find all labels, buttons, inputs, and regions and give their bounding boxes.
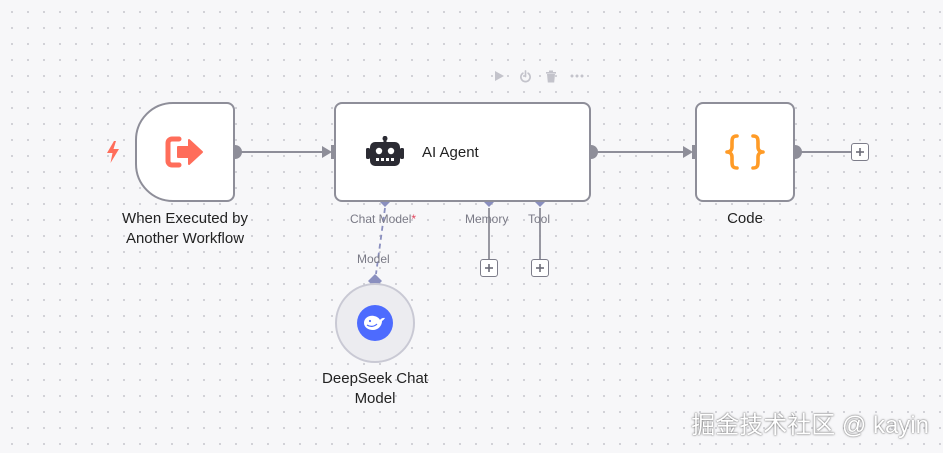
deepseek-chat-model-node[interactable] bbox=[335, 283, 415, 363]
connection-chat-model[interactable] bbox=[375, 207, 386, 275]
robot-icon bbox=[366, 136, 404, 166]
watermark-text: 掘金技术社区 @ kayin bbox=[691, 412, 929, 439]
add-next-node-button[interactable] bbox=[851, 143, 869, 161]
add-tool-button[interactable] bbox=[531, 259, 549, 277]
plus-icon bbox=[856, 148, 864, 156]
trash-icon[interactable] bbox=[544, 69, 558, 83]
play-icon[interactable] bbox=[492, 69, 506, 83]
ai-agent-title: AI Agent bbox=[422, 143, 479, 161]
node-toolbar bbox=[492, 69, 584, 83]
chat-model-port-label: Chat Model* bbox=[350, 212, 417, 226]
trigger-bolt-icon bbox=[107, 141, 119, 163]
deepseek-whale-icon bbox=[357, 305, 393, 341]
required-marker: * bbox=[411, 212, 417, 226]
ai-agent-node[interactable]: AI Agent bbox=[334, 102, 591, 202]
tool-port-label: Tool bbox=[528, 212, 551, 226]
code-node[interactable] bbox=[695, 102, 795, 202]
memory-port-label: Memory bbox=[465, 212, 509, 226]
more-icon[interactable] bbox=[570, 69, 584, 83]
exit-arrow-icon bbox=[165, 136, 203, 168]
connection-arrow bbox=[683, 146, 693, 158]
deepseek-node-label: DeepSeek Chat Model bbox=[322, 370, 428, 407]
trigger-node[interactable] bbox=[135, 102, 235, 202]
code-node-label: Code bbox=[727, 210, 763, 227]
power-icon[interactable] bbox=[518, 69, 532, 83]
add-memory-button[interactable] bbox=[480, 259, 498, 277]
braces-icon bbox=[725, 134, 765, 170]
model-port-label: Model bbox=[357, 252, 390, 266]
trigger-node-label: When Executed by Another Workflow bbox=[122, 210, 248, 247]
connection-arrow bbox=[322, 146, 332, 158]
plus-icon bbox=[536, 264, 544, 272]
plus-icon bbox=[485, 264, 493, 272]
